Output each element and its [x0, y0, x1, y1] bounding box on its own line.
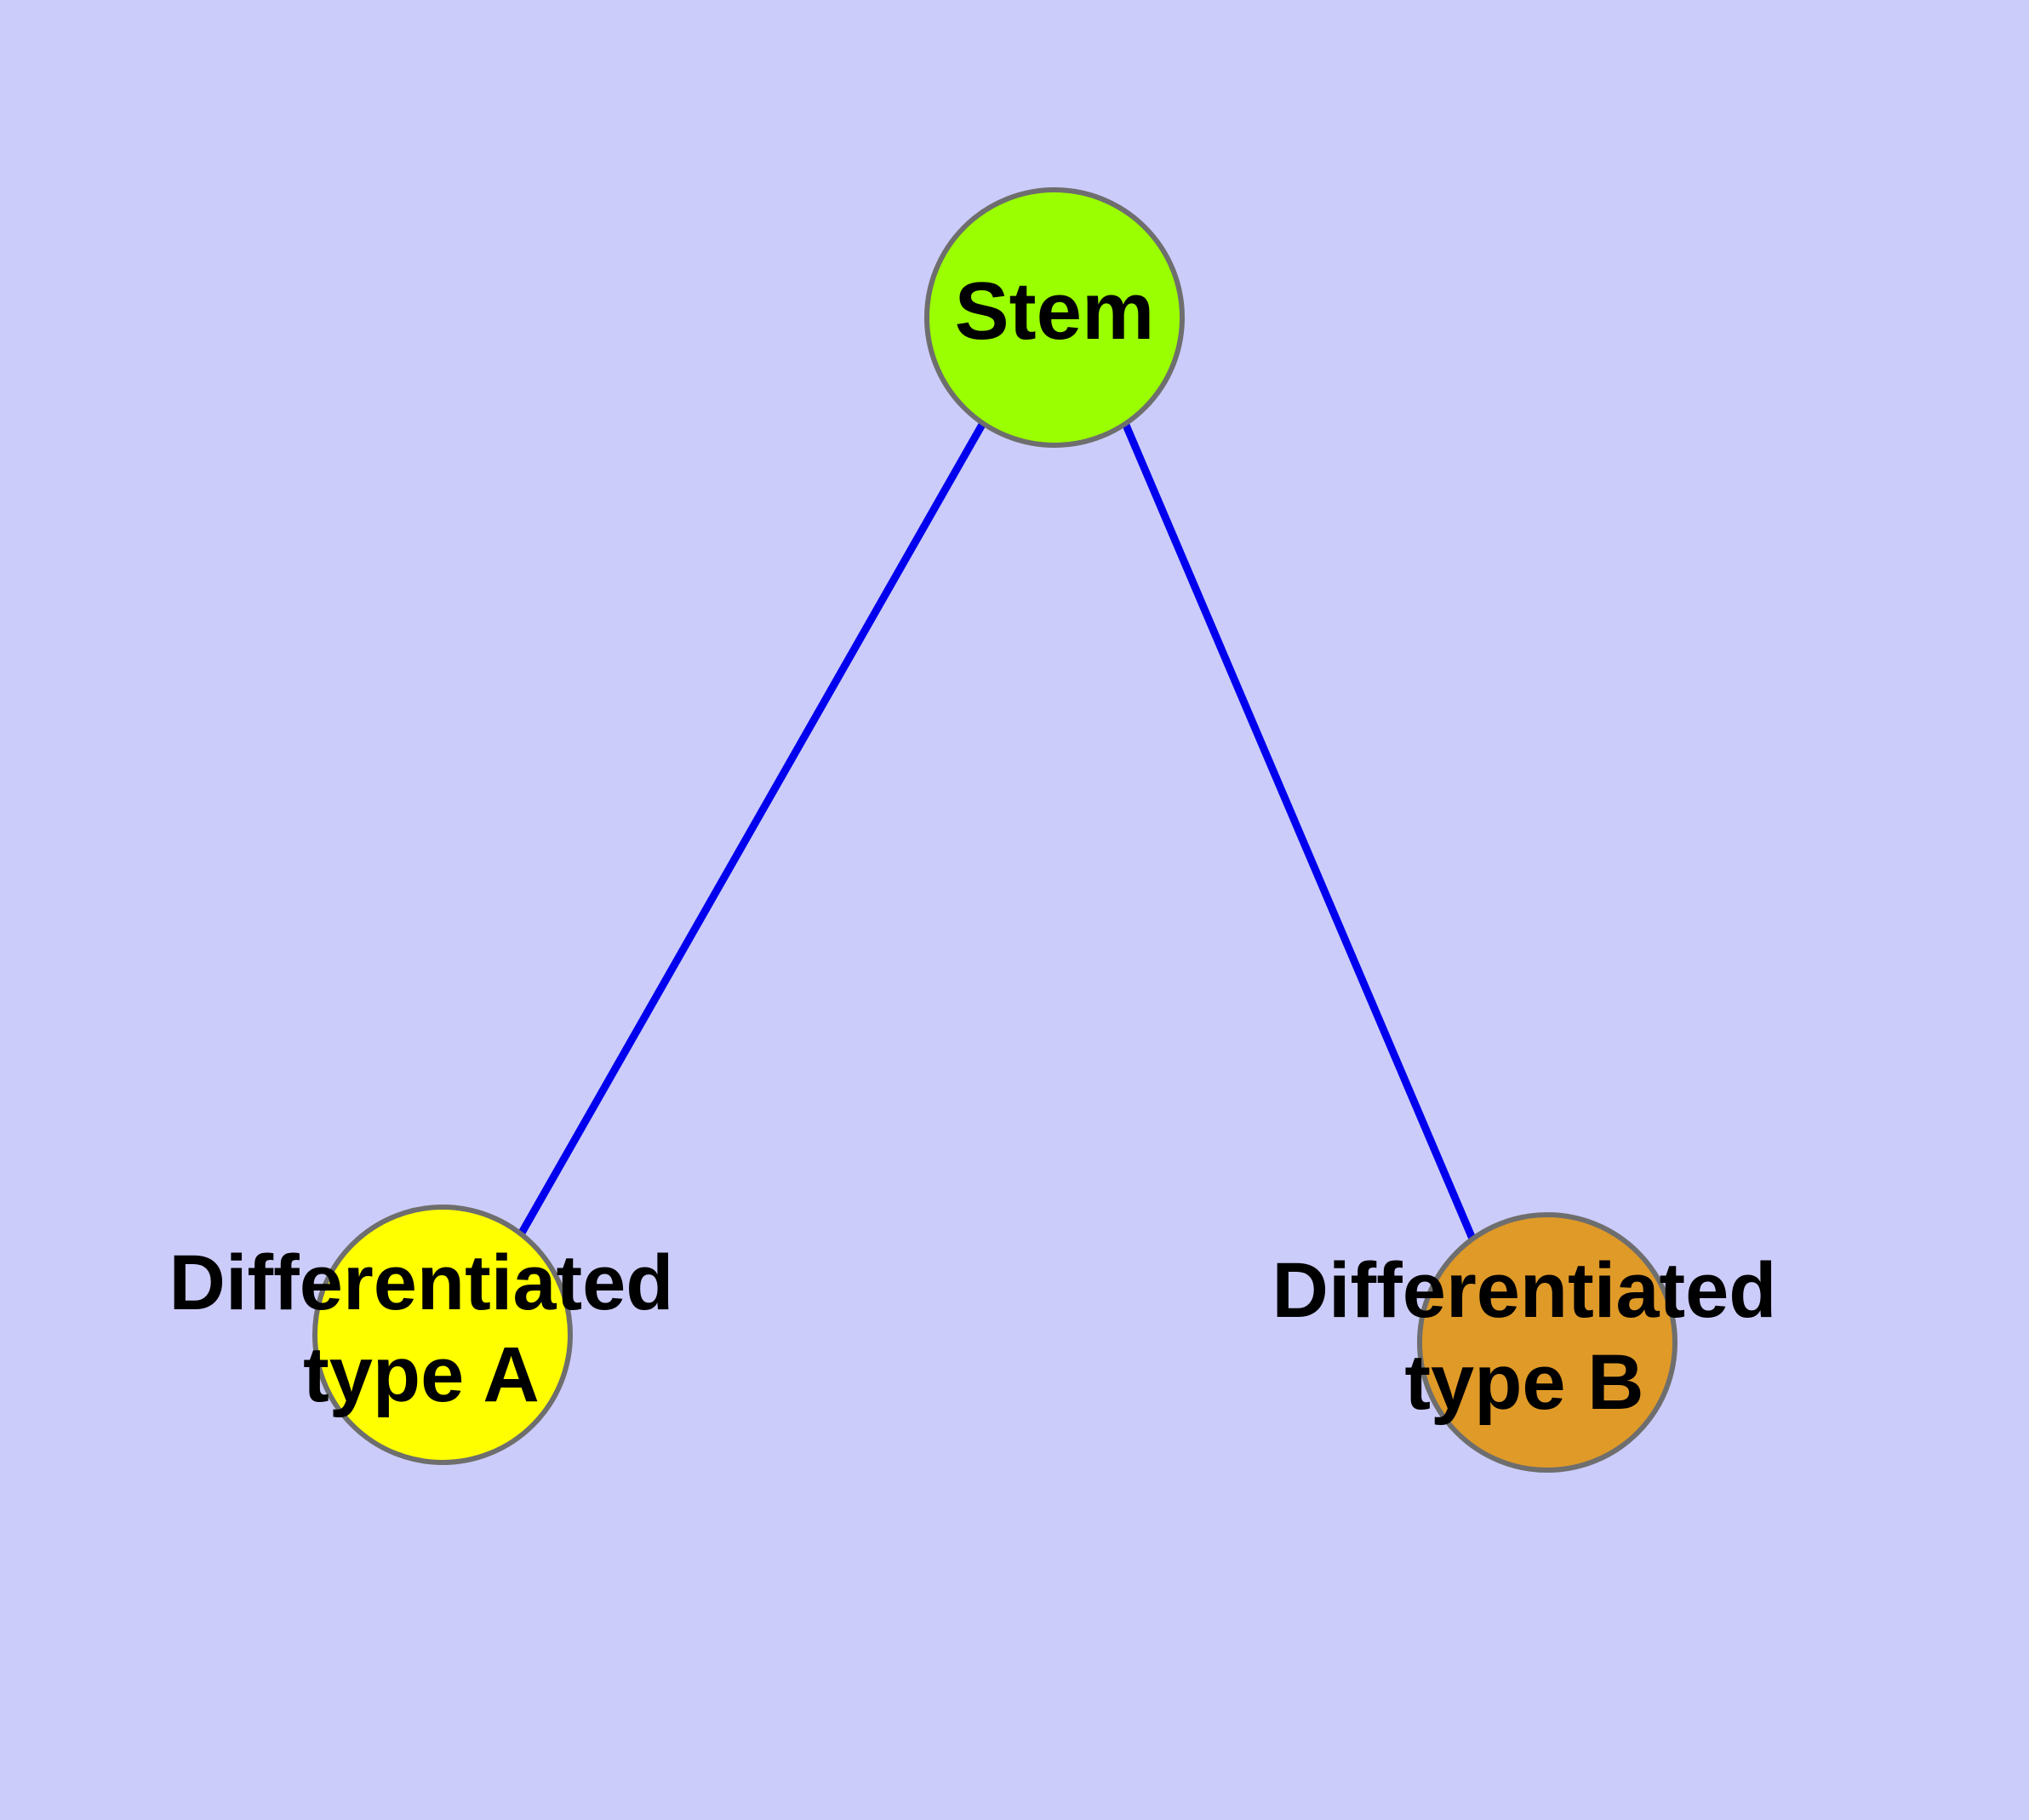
label-line: Differentiated [169, 1239, 674, 1326]
label-line: Stem [955, 266, 1155, 357]
label-line: type B [1404, 1339, 1643, 1426]
node-diff-a[interactable] [312, 1205, 573, 1465]
edge-stem-to-diff-a[interactable] [517, 421, 986, 1237]
node-stem[interactable] [924, 187, 1185, 448]
node-diff-a-circle[interactable] [312, 1205, 573, 1465]
node-diff-b[interactable] [1417, 1212, 1677, 1473]
label-line: type A [303, 1331, 540, 1418]
edge-stem-to-diff-b[interactable] [1121, 421, 1477, 1240]
edge-layer [517, 421, 1477, 1240]
node-stem-label: Stem [955, 266, 1155, 357]
node-stem-circle[interactable] [924, 187, 1185, 448]
label-line: Differentiated [1272, 1247, 1777, 1334]
node-layer [312, 187, 1677, 1473]
node-diff-b-circle[interactable] [1417, 1212, 1677, 1473]
